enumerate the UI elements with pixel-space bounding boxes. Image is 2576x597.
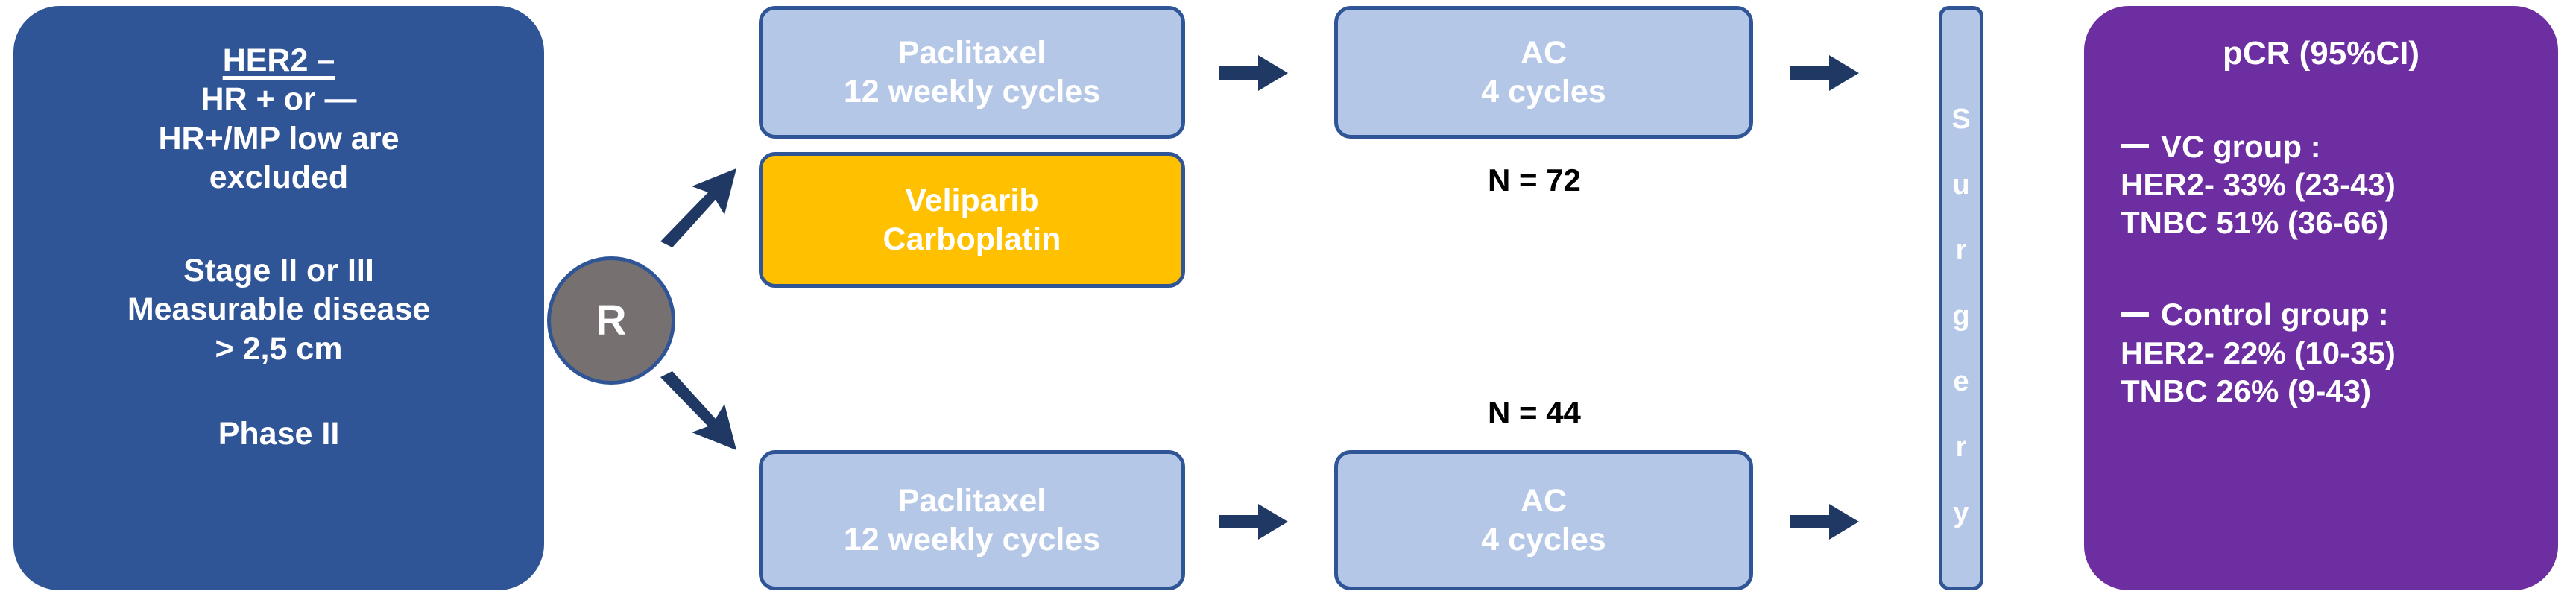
paclitaxel-name: Paclitaxel [897,482,1046,519]
bullet-dash-icon [2121,312,2149,317]
eligibility-criteria-box: HER2 – HR + or — HR+/MP low are excluded… [13,6,544,590]
sample-size-control: N = 44 [1488,395,1581,430]
eligibility-stage-2: Measurable disease [127,291,431,328]
veliparib-name: Veliparib [905,182,1039,218]
results-pcr-box: pCR (95%CI) VC group : HER2- 33% (23-43)… [2084,6,2558,590]
eligibility-criterion-1: HR + or — [201,81,357,118]
arrow-down-right-icon [660,371,736,450]
surgery-letter: e [1953,366,1969,397]
eligibility-stage-1: Stage II or III [183,252,374,288]
carboplatin-name: Carboplatin [883,221,1061,257]
spacer [2086,241,2556,295]
ac-schedule: 4 cycles [1481,522,1606,557]
results-group-control: Control group : HER2- 22% (10-35) TNBC 2… [2086,295,2556,410]
surgery-stage-box: S u r g e r y [1939,6,1983,590]
treatment-box-paclitaxel-experimental: Paclitaxel 12 weekly cycles [759,6,1185,139]
surgery-letter: y [1953,497,1969,528]
arrow-right-icon [1790,55,1859,91]
results-row-her2-vc: HER2- 33% (23-43) [2121,166,2396,202]
surgery-letter: u [1952,169,1970,200]
treatment-box-ac-experimental: AC 4 cycles [1334,6,1753,139]
results-group-label-control: Control group : [2121,295,2556,333]
results-group-label-vc: VC group : [2121,127,2556,165]
surgery-letter: r [1955,235,1967,266]
eligibility-header-group: HER2 – HR + or — HR+/MP low are excluded [16,41,542,198]
eligibility-criterion-2: HR+/MP low are [158,120,400,157]
randomization-node: R [547,256,675,385]
results-group-vc: VC group : HER2- 33% (23-43) TNBC 51% (3… [2086,127,2556,242]
treatment-box-paclitaxel-control: Paclitaxel 12 weekly cycles [759,450,1185,590]
ac-name: AC [1520,34,1568,71]
arrow-up-right-icon [660,168,736,247]
bullet-dash-icon [2121,143,2149,148]
surgery-letter: g [1952,300,1970,332]
results-row-her2-control: HER2- 22% (10-35) [2121,335,2396,370]
results-row-tnbc-control: TNBC 26% (9-43) [2121,373,2372,408]
eligibility-phase: Phase II [218,416,340,452]
eligibility-title: HER2 – [222,42,335,78]
eligibility-phase-group: Phase II [16,414,542,453]
eligibility-stage-group: Stage II or III Measurable disease > 2,5… [16,251,542,368]
randomization-label: R [596,297,627,344]
arrow-right-icon [1219,55,1288,91]
arrow-right-icon [1790,504,1859,540]
arrow-right-icon [1219,504,1288,540]
results-title: pCR (95%CI) [2222,35,2420,72]
paclitaxel-schedule: 12 weekly cycles [843,74,1101,110]
eligibility-criterion-3: excluded [209,159,349,196]
paclitaxel-name: Paclitaxel [897,34,1046,71]
paclitaxel-schedule: 12 weekly cycles [843,522,1101,557]
spacer [2086,74,2556,127]
eligibility-stage-3: > 2,5 cm [215,330,343,367]
sample-size-experimental: N = 72 [1488,162,1581,198]
surgery-letter: r [1955,432,1967,463]
ac-name: AC [1520,482,1568,519]
surgery-letter: S [1951,104,1971,135]
results-row-tnbc-vc: TNBC 51% (36-66) [2121,205,2389,241]
treatment-box-veliparib-carboplatin: Veliparib Carboplatin [759,152,1185,288]
treatment-box-ac-control: AC 4 cycles [1334,450,1753,590]
ac-schedule: 4 cycles [1481,74,1606,110]
